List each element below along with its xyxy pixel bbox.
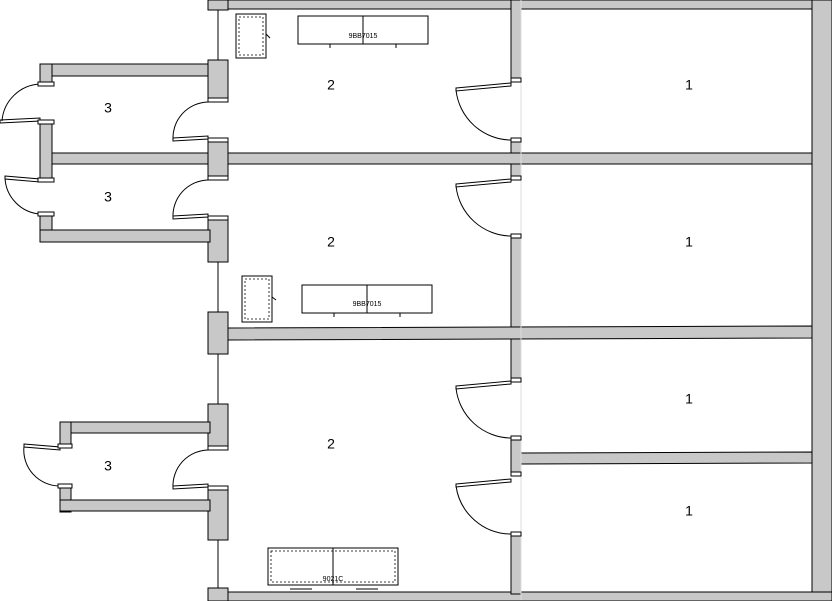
r3a-left-wall-lower xyxy=(39,123,53,181)
room-wall-3 xyxy=(520,451,813,465)
door-r3a-exterior[interactable] xyxy=(0,81,55,125)
door-r2c-r3c[interactable] xyxy=(172,445,229,491)
left-col-bottom xyxy=(207,587,229,601)
door-r2a-r1a[interactable] xyxy=(455,77,522,143)
room-2-label: 2 xyxy=(327,436,335,452)
divider-wall-1 xyxy=(510,0,522,81)
left-col-1 xyxy=(207,59,229,101)
door-r2b-r1b[interactable] xyxy=(455,175,522,239)
doors[interactable] xyxy=(0,77,522,537)
left-col-3 xyxy=(207,217,229,263)
left-col-4 xyxy=(207,311,229,355)
room-1-label: 1 xyxy=(685,234,693,250)
divider-wall-5 xyxy=(510,533,522,595)
furniture: 9BB7015 9BB7015 9021C xyxy=(235,13,433,590)
door-r2b-r3b[interactable] xyxy=(172,175,229,221)
left-col-6 xyxy=(207,487,229,541)
room-1-label: 1 xyxy=(685,77,693,93)
door-r2c-r1d[interactable] xyxy=(455,471,522,537)
r3b-bottom-wall xyxy=(39,229,211,243)
cabinet-mid-label: 9BB7015 xyxy=(353,301,382,308)
door-r2c-r1c[interactable] xyxy=(455,377,522,441)
r3a-top-wall xyxy=(39,63,209,77)
unit-wall-2 xyxy=(227,325,813,341)
divider-wall-3 xyxy=(510,235,522,381)
right-wall xyxy=(811,0,832,601)
r3a-left-wall-upper xyxy=(39,63,53,85)
cabinet-top-label: 9BB7015 xyxy=(349,33,378,40)
r3c-top-wall xyxy=(59,421,211,434)
door-r3b-exterior[interactable] xyxy=(4,175,55,217)
room-1-label: 1 xyxy=(685,391,693,407)
fixture-top xyxy=(235,13,267,59)
room-2-label: 2 xyxy=(327,234,335,250)
door-r2a-r3a[interactable] xyxy=(172,97,229,143)
left-col-5 xyxy=(207,403,229,451)
room-3-label: 3 xyxy=(104,100,112,116)
divider-wall-4 xyxy=(510,437,522,475)
left-col-top xyxy=(207,0,229,11)
room-1-label: 1 xyxy=(685,503,693,519)
walls xyxy=(39,0,832,601)
cabinet-bottom-label: 9021C xyxy=(323,576,344,583)
room-labels: 1 1 1 1 2 2 2 3 3 3 xyxy=(104,77,693,519)
windows xyxy=(217,0,522,600)
room-2-label: 2 xyxy=(327,77,335,93)
r3c-left-wall-upper xyxy=(59,421,72,447)
unit-wall-1 xyxy=(51,152,813,165)
room-3-label: 3 xyxy=(104,189,112,205)
fixture-mid xyxy=(241,275,273,323)
r3c-bottom-wall xyxy=(59,499,211,512)
door-r3c-exterior[interactable] xyxy=(23,443,73,489)
left-col-2 xyxy=(207,139,229,181)
room-3-label: 3 xyxy=(104,458,112,474)
